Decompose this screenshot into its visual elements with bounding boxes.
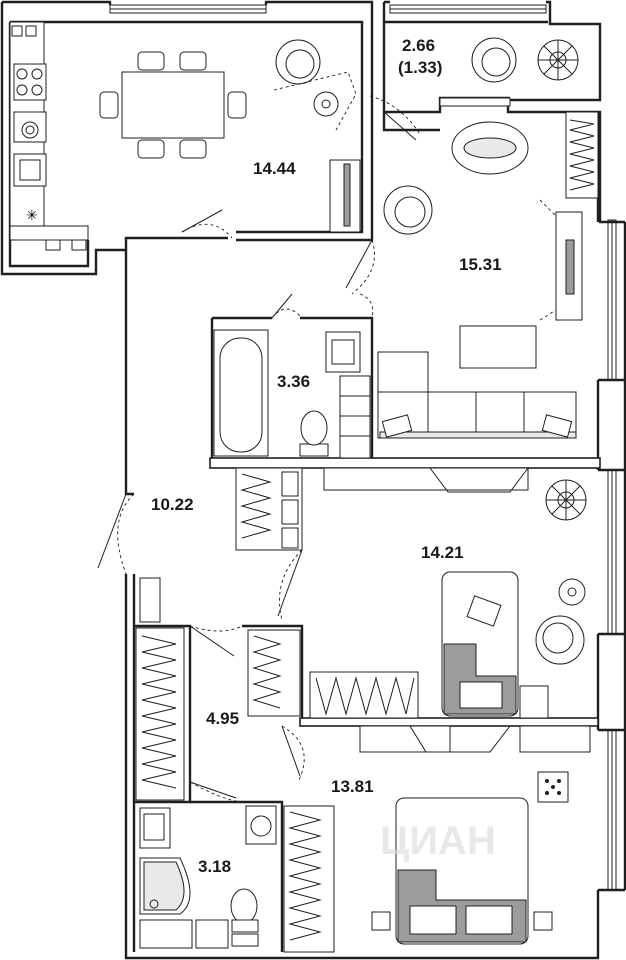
- rug-icon: [451, 121, 529, 175]
- bathtub-icon: [213, 329, 269, 457]
- bedroom-2-furniture: [283, 725, 591, 953]
- bathroom-2-area-label: 3.18: [198, 857, 231, 876]
- sink-icon: [139, 807, 171, 849]
- bed-icon: [395, 797, 529, 945]
- plant-icon: [537, 39, 579, 81]
- bathroom-1-area-label: 3.36: [277, 372, 310, 391]
- doors: [97, 95, 421, 803]
- kitchen-area-label: 14.44: [253, 159, 296, 178]
- living-room-furniture: [377, 111, 599, 439]
- balcony-area-label: 2.66: [402, 36, 435, 55]
- washing-machine-icon: [245, 805, 277, 845]
- kitchen-sink-icon: [13, 153, 47, 187]
- sink-icon: [325, 331, 361, 373]
- armchair-icon: [383, 185, 433, 235]
- bathroom-2-furniture: [139, 805, 277, 949]
- armchair-icon: [535, 615, 585, 665]
- closet-furniture: [135, 627, 185, 801]
- hallway-area-label: 10.22: [151, 495, 194, 514]
- stove-icon: [13, 63, 47, 101]
- bedroom-1-furniture: [247, 467, 587, 719]
- sofa-icon: [377, 351, 577, 439]
- bedroom-2-area-label: 13.81: [331, 777, 374, 796]
- plant-icon: [545, 479, 587, 521]
- balcony-furniture: [439, 37, 579, 107]
- toilet-icon: [230, 888, 259, 947]
- windows: [109, 4, 617, 891]
- living-room-area-label: 15.31: [459, 255, 502, 274]
- shower-icon: [139, 857, 191, 915]
- laptop-icon: [466, 595, 502, 627]
- kitchen-furniture: ✳: [9, 21, 361, 251]
- balcony-reduced-area-label: (1.33): [398, 58, 442, 77]
- bed-icon: [441, 571, 519, 717]
- armchair-icon: [275, 39, 321, 85]
- snowflake-icon: ✳: [26, 208, 38, 224]
- watermark-text: ЦИАН: [380, 819, 496, 863]
- toilet-icon: [299, 410, 329, 457]
- dice-icon: [545, 779, 561, 795]
- bedroom-1-area-label: 14.21: [421, 543, 464, 562]
- lamp-icon: [313, 91, 339, 117]
- lamp-icon: [558, 578, 586, 606]
- tv-icon: [555, 211, 583, 321]
- hallway-furniture: [139, 467, 303, 623]
- room-labels: 14.44 2.66 (1.33) 15.31 3.36 10.22 14.21…: [151, 36, 502, 876]
- bathroom-1-furniture: [213, 329, 371, 459]
- armchair-icon: [471, 37, 517, 83]
- closet-area-label: 4.95: [206, 709, 239, 728]
- dishwasher-icon: [13, 111, 47, 143]
- dining-table-icon: [99, 51, 247, 159]
